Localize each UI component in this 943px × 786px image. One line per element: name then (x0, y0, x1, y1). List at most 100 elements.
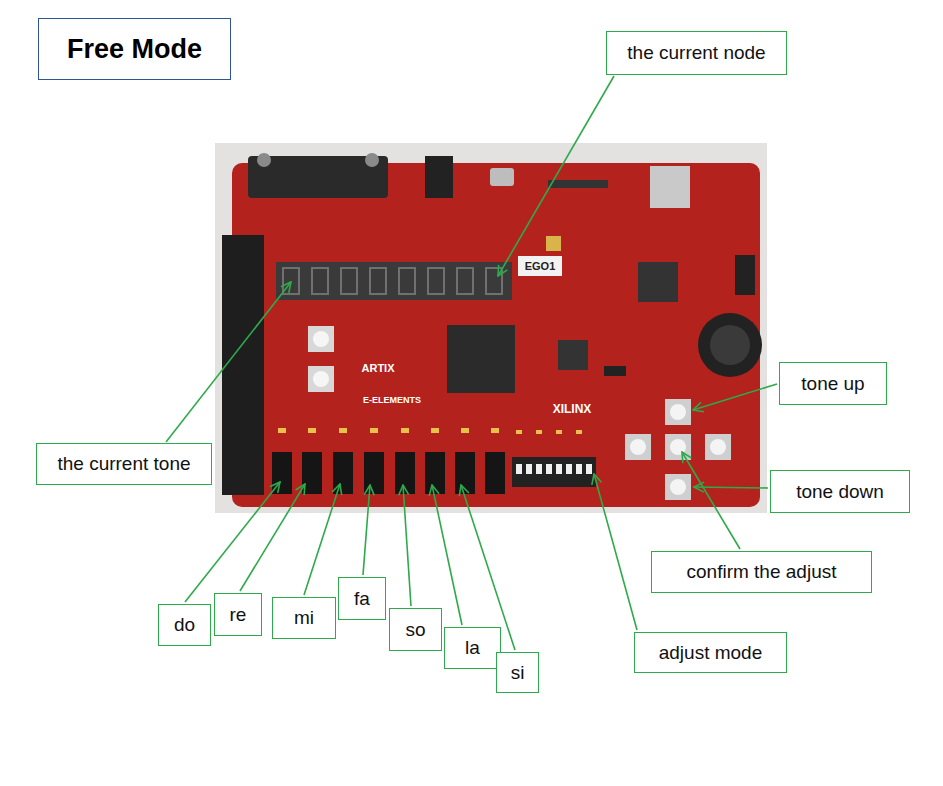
slide-switch (302, 452, 322, 494)
led (491, 428, 499, 433)
gold-pad (546, 236, 561, 251)
button-cap (313, 331, 329, 347)
callout-box: the current node (606, 31, 787, 75)
expansion-header (222, 235, 264, 495)
leader-line (185, 482, 280, 602)
callout-box: do (158, 604, 211, 646)
title-box: Free Mode (38, 18, 231, 80)
dip-lever (546, 464, 552, 474)
memory-chip (558, 340, 588, 370)
led (461, 428, 469, 433)
circuit-board (232, 163, 760, 507)
callout-label: mi (294, 607, 314, 629)
push-button (665, 399, 691, 425)
dip-switch (512, 457, 596, 487)
callout-label: la (465, 637, 480, 659)
leader-line (304, 484, 340, 595)
callout-label: fa (354, 588, 370, 610)
usb-c-port (490, 168, 514, 186)
callout-box: re (214, 593, 262, 636)
led (576, 430, 582, 434)
buzzer (698, 313, 762, 377)
slide-switch (425, 452, 445, 494)
usb-a-port (650, 166, 690, 208)
led (556, 430, 562, 434)
led (401, 428, 409, 433)
slide-switches (272, 452, 505, 494)
callout-label: tone up (801, 373, 864, 395)
leader-line (498, 76, 614, 276)
push-button (665, 434, 691, 460)
leds (278, 428, 499, 433)
slide-switch (395, 452, 415, 494)
dip-levers (516, 464, 592, 474)
leader-line (166, 282, 291, 442)
button-cap (630, 439, 646, 455)
connector-screw (365, 153, 379, 167)
dip-lever (526, 464, 532, 474)
photo-ground (215, 143, 767, 513)
dip-lever (516, 464, 522, 474)
callout-label: the current node (627, 42, 765, 64)
led (339, 428, 347, 433)
digit (457, 268, 473, 294)
leader-line (594, 474, 637, 630)
callout-label: do (174, 614, 195, 636)
digit (312, 268, 328, 294)
leader-line (432, 485, 462, 625)
callout-box: so (389, 608, 442, 651)
digit (341, 268, 357, 294)
dip-lever (556, 464, 562, 474)
power-switch (735, 255, 755, 295)
callout-label: si (511, 662, 525, 684)
dip-lever (566, 464, 572, 474)
slide-switch (364, 452, 384, 494)
led (308, 428, 316, 433)
leader-line (461, 485, 515, 650)
prog-button (308, 326, 334, 352)
callout-box: la (444, 627, 501, 669)
digit (370, 268, 386, 294)
callout-label: tone down (796, 481, 884, 503)
push-buttons (625, 399, 731, 500)
push-button (625, 434, 651, 460)
logo-patch (518, 256, 562, 276)
digit (399, 268, 415, 294)
led (370, 428, 378, 433)
connector-screw (257, 153, 271, 167)
leader-line (694, 487, 768, 488)
button-cap (670, 479, 686, 495)
fpga-chip (447, 325, 515, 393)
digit (428, 268, 444, 294)
leader-line (682, 452, 740, 549)
dip-leds (516, 430, 582, 434)
push-button (705, 434, 731, 460)
dip-lever (576, 464, 582, 474)
button-cap (670, 404, 686, 420)
diagram-title: Free Mode (67, 34, 202, 65)
jumper (604, 366, 626, 376)
seven-segment-display (276, 262, 512, 300)
leader-line (363, 485, 370, 575)
board-silkscreen: EGO1 (525, 260, 556, 272)
buzzer-center (710, 325, 750, 365)
board-silkscreen: E-ELEMENTS (363, 395, 421, 405)
callout-label: the current tone (57, 453, 190, 475)
dip-lever (586, 464, 592, 474)
display-digits (283, 268, 502, 294)
led (431, 428, 439, 433)
leader-line (240, 484, 305, 591)
led (516, 430, 522, 434)
board-silkscreen: ARTIX (362, 362, 395, 374)
dip-lever (536, 464, 542, 474)
callout-box: tone up (779, 362, 887, 405)
slide-switch (455, 452, 475, 494)
slide-switch (333, 452, 353, 494)
callout-label: confirm the adjust (687, 561, 837, 583)
callout-box: fa (338, 577, 386, 620)
button-cap (670, 439, 686, 455)
callout-box: confirm the adjust (651, 551, 872, 593)
callout-box: adjust mode (634, 632, 787, 673)
leader-line (403, 485, 411, 606)
